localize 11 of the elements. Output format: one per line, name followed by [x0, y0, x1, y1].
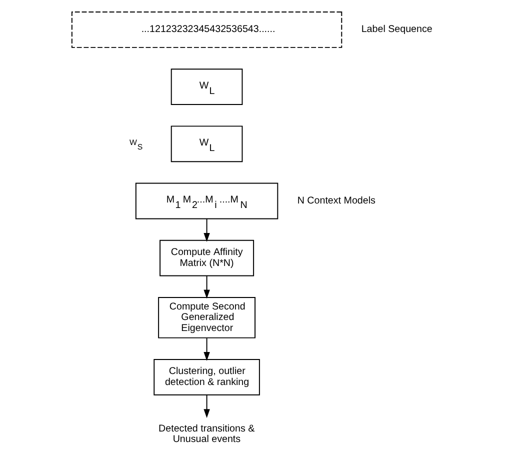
- arrow: [204, 276, 210, 299]
- node-label: N Context Models: [297, 195, 376, 206]
- arrow: [204, 394, 210, 418]
- arrow: [204, 218, 210, 242]
- node-text: Detected transitions & Unusual events: [158, 423, 255, 446]
- arrow: [204, 338, 210, 361]
- node-box: Clustering, outlier detection & ranking: [154, 358, 260, 396]
- node-box: Compute Affinity Matrix (N*N): [160, 240, 254, 276]
- node-label: Label Sequence: [361, 24, 432, 36]
- node-box: ...12123232345432536543......: [71, 12, 342, 48]
- node-box: Compute Second Generalized Eigenvector: [158, 296, 256, 338]
